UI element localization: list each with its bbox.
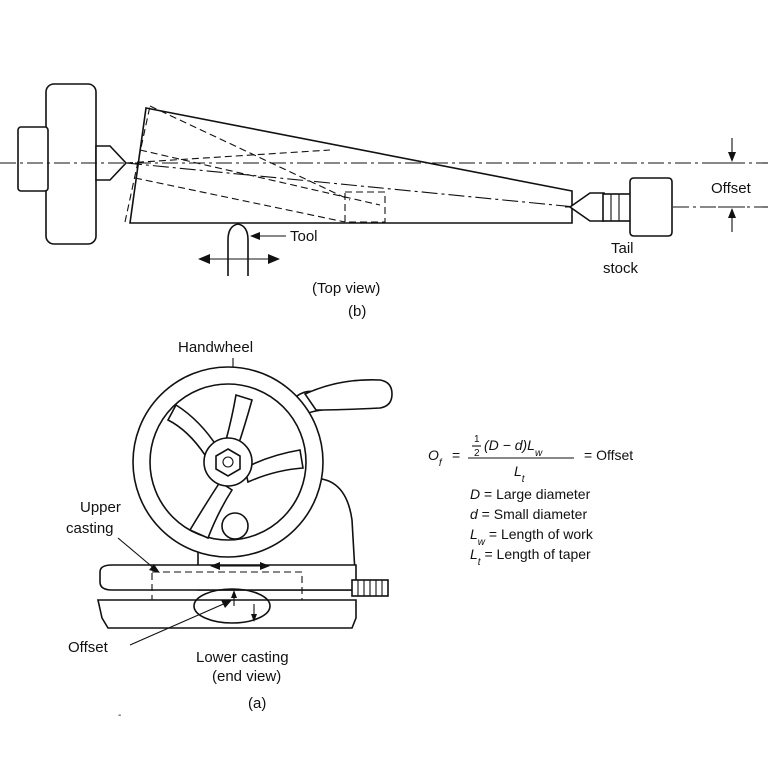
- tool-feed-arrowhead: [268, 254, 280, 264]
- screw-threads: [357, 580, 383, 596]
- tool-label: Tool: [290, 228, 318, 245]
- formula-rhs: = Offset: [584, 447, 633, 463]
- cutting-tool: [227, 223, 249, 276]
- tailstock-label-line2: stock: [603, 260, 639, 277]
- offset-arrowhead: [728, 208, 736, 218]
- tool-pointer-arrowhead: [250, 232, 260, 240]
- offset-formula: Of = 1 2 (D − d)Lw Lt = Offset: [428, 434, 633, 485]
- tailstock-body: [629, 177, 673, 237]
- lower-knob: [221, 512, 249, 540]
- lower-casting-label-line2: (end view): [212, 668, 281, 685]
- lower-casting-label-line1: Lower casting: [196, 649, 289, 666]
- formula-numerator: (D − d)Lw: [484, 437, 543, 459]
- formula-equals: =: [452, 447, 460, 463]
- top-view-caption: (Top view): [312, 280, 380, 297]
- tool-feed-arrowhead: [198, 254, 210, 264]
- legend-item-small-diameter: d = Small diameter: [470, 506, 587, 522]
- hidden-line: [134, 177, 346, 223]
- tapered-workpiece: [129, 107, 573, 224]
- offset-label-top: Offset: [711, 180, 752, 197]
- upper-casting-pointer: [117, 537, 157, 571]
- offset-arrowhead: [728, 152, 736, 162]
- figure-letter-b: (b): [348, 303, 366, 320]
- headstock-faceplate: [45, 83, 97, 245]
- formula-half-denominator: 2: [474, 448, 480, 459]
- formula-lhs: Of: [428, 447, 443, 469]
- top-view: Offset Tool Tail stock (Top view) (b): [0, 83, 768, 320]
- offset-pointer-arrowhead: [221, 600, 232, 608]
- formula-denominator: Lt: [514, 463, 526, 485]
- lower-casting: [97, 599, 357, 629]
- end-view: Handwheel: [66, 339, 393, 712]
- legend-item-large-diameter: D = Large diameter: [470, 486, 591, 502]
- legend-item-length-of-taper: Lt = Length of taper: [470, 546, 591, 568]
- tailstock-label-line1: Tail: [611, 240, 634, 257]
- tailstock-quill: [602, 193, 632, 222]
- handwheel-label: Handwheel: [178, 339, 253, 356]
- lower-casting-recess: [193, 588, 271, 624]
- hub-nut: [215, 448, 241, 477]
- dead-center: [568, 192, 605, 222]
- formula-half-numerator: 1: [474, 434, 480, 445]
- upper-casting-pointer-arrowhead: [149, 564, 160, 573]
- motion-arrowhead: [210, 562, 220, 570]
- legend-item-length-of-work: Lw = Length of work: [470, 526, 594, 548]
- hidden-line: [149, 105, 351, 201]
- hidden-line: [139, 149, 381, 206]
- figure-letter-a: (a): [248, 695, 266, 712]
- offset-arrowhead-small: [251, 614, 257, 622]
- taper-axis-line: [125, 162, 576, 208]
- formula-legend: D = Large diameter d = Small diameter Lw…: [470, 486, 594, 568]
- hub-nut-hole: [222, 456, 234, 468]
- headstock-hub: [17, 126, 49, 192]
- upper-casting-plate: [99, 564, 357, 591]
- offset-label-end: Offset: [68, 639, 109, 656]
- crank-handle: [303, 378, 393, 411]
- stray-mark: -: [118, 710, 121, 721]
- handwheel-inner-rim: [149, 383, 307, 541]
- offset-arrowhead-small: [231, 590, 237, 598]
- upper-casting-label-line1: Upper: [80, 499, 121, 516]
- hidden-center-hole: [344, 191, 386, 223]
- hidden-line: [125, 149, 331, 164]
- motion-arrowhead: [260, 562, 270, 570]
- handwheel-spokes: [166, 393, 304, 540]
- offset-pointer: [129, 601, 229, 646]
- upper-casting-label-line2: casting: [66, 520, 114, 537]
